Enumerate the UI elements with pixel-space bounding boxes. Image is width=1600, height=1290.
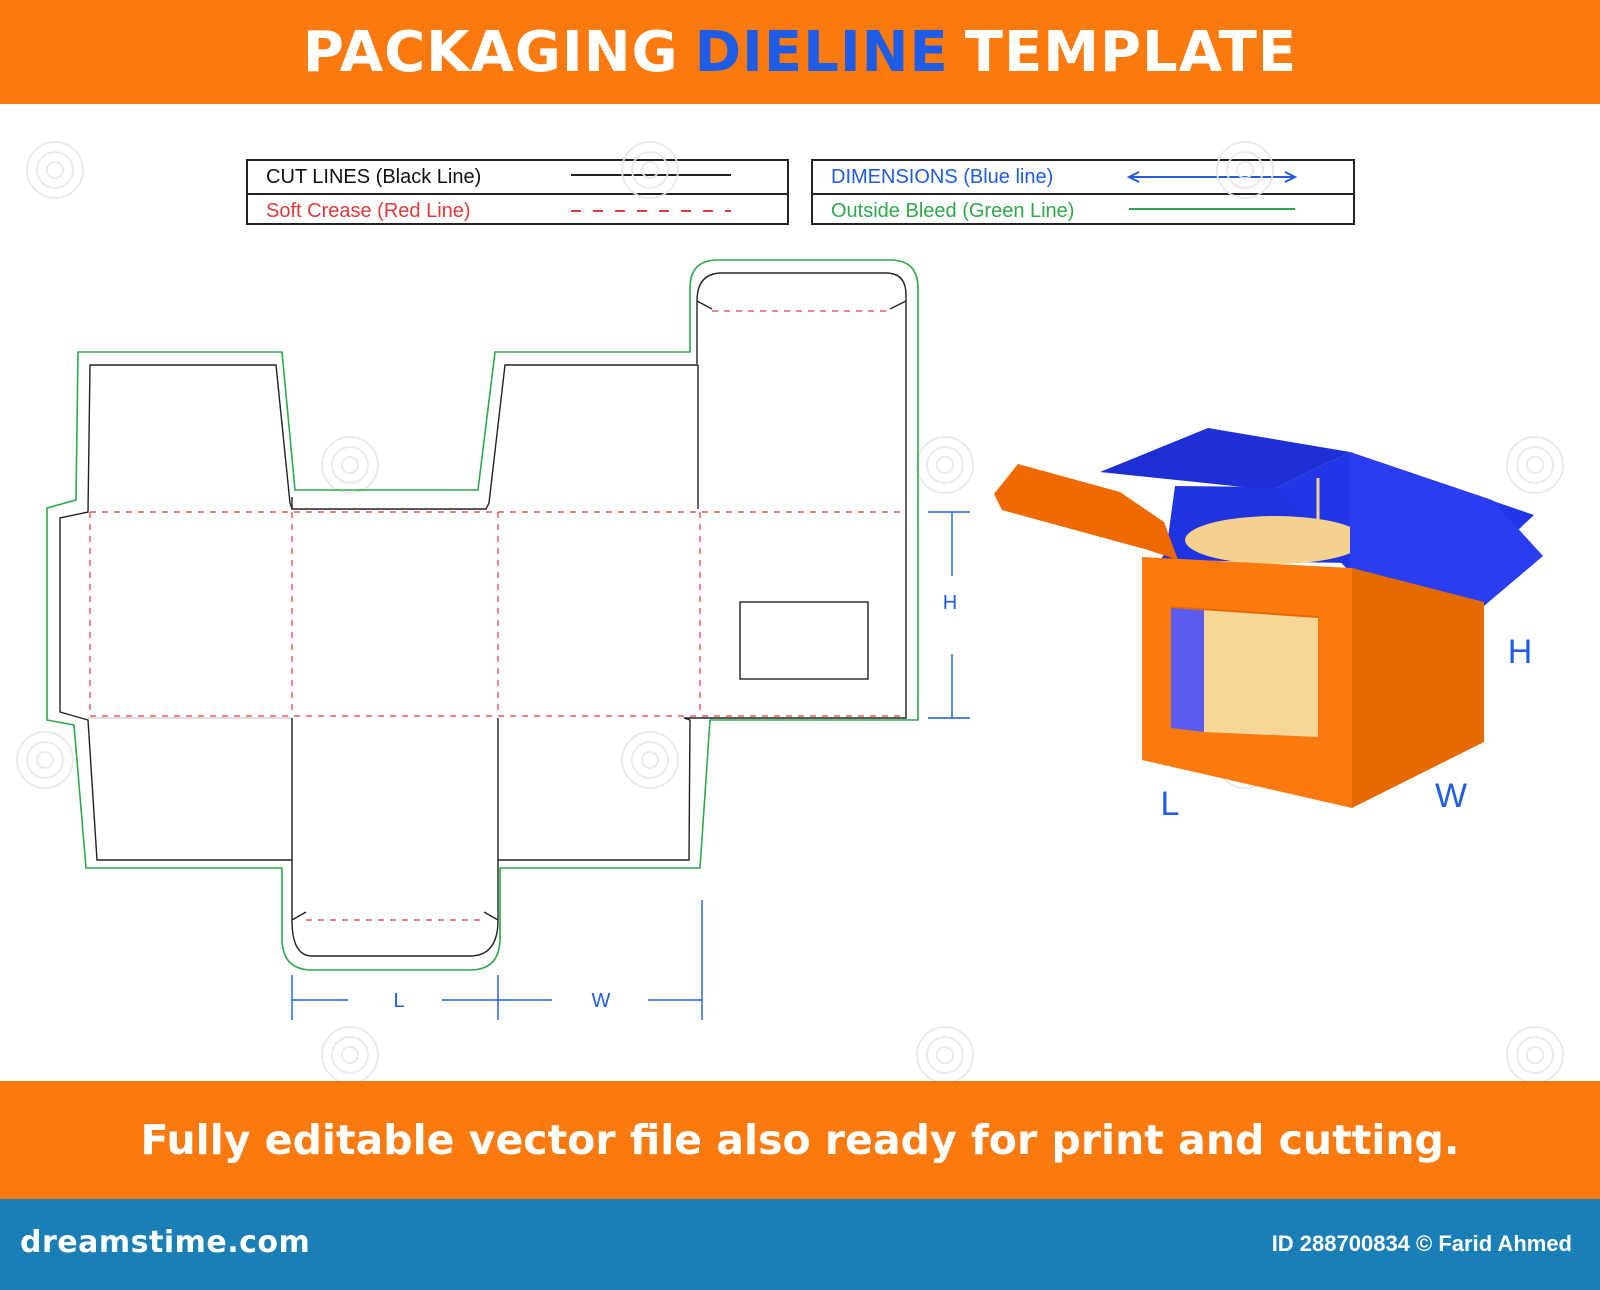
watermark-swirl-icon [16,731,74,789]
box-contents-disc [1185,516,1365,564]
watermark-swirl-icon [321,1026,379,1081]
box-right-flap [1350,452,1543,606]
title-part1: PACKAGING [302,19,679,85]
watermark-swirl-icon [916,1026,974,1081]
header-banner: PACKAGING DIELINE TEMPLATE [0,0,1600,104]
watermark-swirl-icon [621,141,679,199]
cut-line-sample [571,174,731,176]
bottom-banner: Fully editable vector file also ready fo… [0,1081,1600,1199]
box-window-interior-blue [1171,607,1204,732]
watermark-swirl-icon [621,731,679,789]
watermark-swirl-icon [1506,1026,1564,1081]
legend-dimensions: DIMENSIONS (Blue line) [813,161,1353,193]
dimension-line-sample [1126,171,1298,183]
window-cutout [739,601,869,680]
box-back-lid-flap [1100,428,1350,490]
footer-credit: ID 288700834 © Farid Ahmed [1271,1231,1572,1256]
bleed-line-sample [1129,208,1295,210]
crease-line-sample [571,210,731,212]
title-part2: TEMPLATE [964,19,1298,85]
footer-bar: dreamstime.com ID 288700834 © Farid Ahme… [0,1199,1600,1290]
tuck-flap-cut [483,911,499,921]
box-3d-illustration [994,428,1543,808]
legend-box-right: DIMENSIONS (Blue line) Outside Bleed (Gr… [811,159,1355,225]
box-window [1204,610,1318,737]
legend-cut-lines: CUT LINES (Black Line) [248,161,787,193]
dim-label-height: H [943,592,957,614]
legend-soft-crease: Soft Crease (Red Line) [248,193,787,227]
box-label-width: W [1435,777,1467,815]
watermark-swirl-icon [916,436,974,494]
legend-dimensions-label: DIMENSIONS (Blue line) [831,165,1054,188]
title-highlight: DIELINE [694,19,949,85]
watermark-swirl-icon [1216,141,1274,199]
legend-outside-bleed-label: Outside Bleed (Green Line) [831,199,1075,222]
dimension-lines [291,511,970,1020]
watermark-layer [16,141,1564,1081]
bottom-banner-text: Fully editable vector file also ready fo… [140,1116,1460,1164]
crease-lines [89,310,906,921]
legend-outside-bleed: Outside Bleed (Green Line) [813,193,1353,227]
watermark-swirl-icon [321,436,379,494]
footer-brand-logo[interactable]: dreamstime.com [20,1225,311,1260]
box-side-face [1352,568,1484,808]
legend-box-left: CUT LINES (Black Line) Soft Crease (Red … [246,159,789,225]
legend-cut-lines-label: CUT LINES (Black Line) [266,165,482,188]
dim-label-length: L [393,990,404,1012]
dim-label-width: W [592,990,611,1012]
watermark-swirl-icon [26,141,84,199]
cut-outline [59,272,907,957]
tuck-flap-cut [696,300,713,310]
box-label-height: H [1508,633,1533,671]
bleed-outline [46,259,919,971]
box-window-edge [1170,606,1319,618]
drawing-area: L W H H L W [16,141,1564,1081]
box-label-length: L [1161,785,1180,823]
box-left-flap [994,464,1178,560]
legend-soft-crease-label: Soft Crease (Red Line) [266,199,471,222]
tuck-flap-cut [889,300,907,310]
watermark-swirl-icon [1506,436,1564,494]
tuck-flap-cut [291,911,307,921]
